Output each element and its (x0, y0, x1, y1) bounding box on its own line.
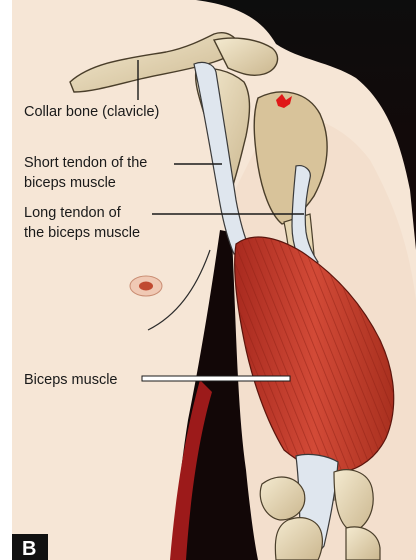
nipple-center (139, 282, 153, 291)
short-tendon-label-line2: biceps muscle (24, 175, 116, 191)
forearm-bone-lower (275, 518, 322, 560)
long-tendon-label-line1: Long tendon of (24, 205, 122, 221)
left-margin (0, 0, 12, 560)
biceps-leader (142, 376, 290, 381)
long-tendon-label-line2: the biceps muscle (24, 225, 140, 241)
short-tendon-label-line1: Short tendon of the (24, 155, 147, 171)
collar-bone-label: Collar bone (clavicle) (24, 104, 159, 120)
biceps-muscle-label: Biceps muscle (24, 372, 117, 388)
panel-letter: B (22, 538, 36, 560)
